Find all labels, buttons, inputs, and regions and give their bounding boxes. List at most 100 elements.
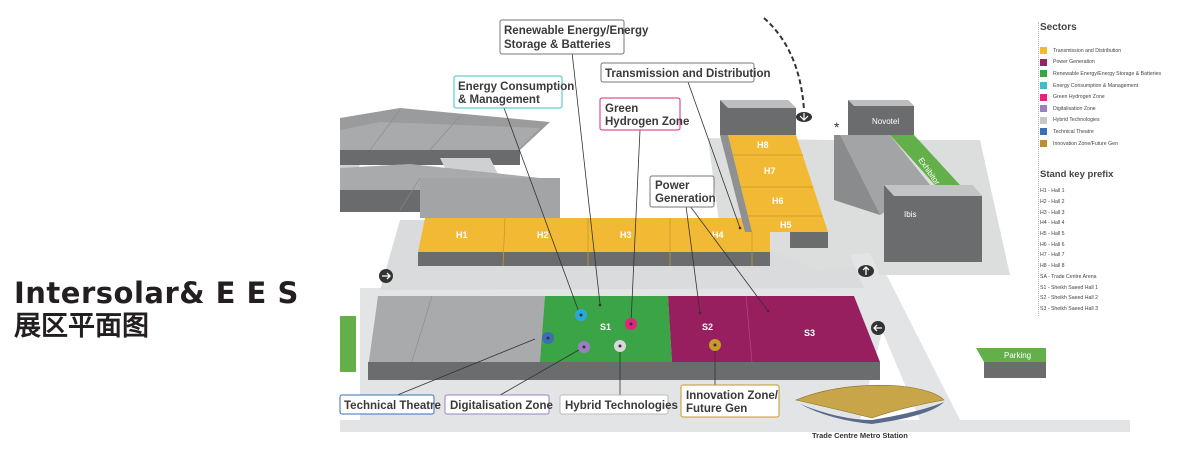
hall-s1 bbox=[540, 296, 672, 362]
hall-h8-label: H8 bbox=[757, 140, 769, 150]
title-line-2: 展区平面图 bbox=[14, 311, 149, 342]
callout-power-generation: Power Generation bbox=[649, 175, 716, 208]
legend-stand-key: S3 - Sheikh Saeed Hall 3 bbox=[1040, 305, 1098, 312]
legend-swatch bbox=[1040, 93, 1047, 101]
arrow-left-icon bbox=[871, 321, 885, 335]
legend-sector-label: Technical Theatre bbox=[1053, 128, 1094, 135]
sectors-title: Sectors bbox=[1040, 22, 1077, 33]
legend-stand-key: SA - Trade Centre Arena bbox=[1040, 273, 1097, 280]
legend-sector-item: Technical Theatre bbox=[1040, 126, 1184, 138]
callout-digitalisation-text: Digitalisation Zone bbox=[450, 400, 553, 412]
walking-route bbox=[763, 17, 805, 111]
legend-sector-item: Power Generation bbox=[1040, 57, 1184, 69]
legend-sector-label: Hybrid Technologies bbox=[1053, 117, 1100, 124]
parking-label: Parking bbox=[1004, 351, 1031, 360]
halls-h1-h4: H1 H2 H3 H4 bbox=[418, 217, 770, 267]
legend-swatch bbox=[1040, 58, 1047, 66]
callout-renewable: Renewable Energy/Energy Storage & Batter… bbox=[499, 19, 649, 55]
callout-renewable-line2: Storage & Batteries bbox=[504, 39, 611, 51]
legend-sector-label: Renewable Energy/Energy Storage & Batter… bbox=[1053, 70, 1162, 77]
arrow-right-icon bbox=[379, 269, 393, 283]
legend-sector-item: Digitalisation Zone bbox=[1040, 103, 1184, 115]
parking-building: Parking bbox=[976, 348, 1046, 378]
callout-transmission-text: Transmission and Distribution bbox=[605, 68, 771, 80]
novotel-label: Novotel bbox=[872, 117, 899, 126]
legend-stand-key: H8 - Hall 8 bbox=[1040, 263, 1065, 270]
metro-station-label: Trade Centre Metro Station bbox=[812, 431, 908, 440]
callout-power-line1: Power bbox=[655, 180, 690, 192]
arrow-down-icon bbox=[796, 112, 812, 122]
asterisk-marker: * bbox=[834, 119, 840, 135]
legend-swatch bbox=[1040, 70, 1047, 78]
street-parking bbox=[890, 135, 960, 185]
callout-energy-line2: & Management bbox=[458, 94, 540, 106]
hall-h4-label: H4 bbox=[712, 230, 724, 240]
callout-technical-text: Technical Theatre bbox=[344, 400, 441, 412]
legend-stand-key: H3 - Hall 3 bbox=[1040, 209, 1065, 216]
callout-hybrid: Hybrid Technologies bbox=[559, 394, 678, 415]
legend-sector-label: Green Hydrogen Zone bbox=[1053, 94, 1105, 101]
callout-digitalisation: Digitalisation Zone bbox=[444, 394, 553, 415]
hall-h1-label: H1 bbox=[456, 230, 468, 240]
legend-sector-label: Digitalisation Zone bbox=[1053, 105, 1096, 112]
legend-swatch bbox=[1040, 128, 1047, 136]
sector-markers bbox=[542, 226, 770, 353]
callout-green-line1: Green bbox=[605, 103, 638, 115]
stand-key-title: Stand key prefix bbox=[1040, 169, 1114, 181]
legend-sector-item: Transmission and Distribution bbox=[1040, 45, 1184, 57]
halls-s1-s3: S1 S2 S3 bbox=[368, 295, 880, 380]
stand-key-list: H1 - Hall 1 H2 - Hall 2 H3 - Hall 3 H4 - Ha… bbox=[1040, 186, 1184, 314]
legend-swatch bbox=[1040, 47, 1047, 55]
hall-h5-label: H5 bbox=[780, 220, 792, 230]
legend-sector-item: Renewable Energy/Energy Storage & Batter… bbox=[1040, 68, 1184, 80]
title-line-1: Intersolar& E E S bbox=[14, 276, 299, 310]
callout-innovation-line2: Future Gen bbox=[686, 403, 747, 415]
legend-sector-label: Energy Consumption & Management bbox=[1053, 82, 1139, 89]
callout-hybrid-text: Hybrid Technologies bbox=[565, 400, 678, 412]
legend-swatch bbox=[1040, 140, 1047, 148]
callout-energy-consumption: Energy Consumption & Management bbox=[453, 75, 574, 109]
hall-h6-label: H6 bbox=[772, 196, 784, 206]
legend-stand-key: H4 - Hall 4 bbox=[1040, 220, 1065, 227]
legend-stand-key: S1 - Sheikh Saeed Hall 1 bbox=[1040, 284, 1098, 291]
legend-swatch bbox=[1040, 105, 1047, 113]
hall-h5-h8-roof bbox=[728, 135, 828, 232]
legend-stand-key: H5 - Hall 5 bbox=[1040, 231, 1065, 238]
hall-h7-label: H7 bbox=[764, 166, 776, 176]
hall-s3-label: S3 bbox=[804, 328, 815, 338]
hotel-block: Novotel Exhibitor street parking Ibis * bbox=[834, 100, 982, 262]
left-green-building bbox=[340, 316, 356, 372]
hall-s1-label: S1 bbox=[600, 322, 611, 332]
arrow-up-icon bbox=[858, 265, 874, 277]
legend-stand-key: H6 - Hall 6 bbox=[1040, 241, 1065, 248]
legend-divider bbox=[1038, 22, 1039, 316]
legend-swatch bbox=[1040, 82, 1047, 90]
callout-technical-theatre: Technical Theatre bbox=[339, 394, 441, 415]
page-title: Intersolar& E E S 展区平面图 bbox=[14, 276, 299, 344]
hall-h1-h4-roof bbox=[418, 218, 770, 252]
callout-innovation-line1: Innovation Zone/ bbox=[686, 390, 779, 402]
legend-stand-key: S2 - Sheikh Saeed Hall 2 bbox=[1040, 295, 1098, 302]
legend-stand-key: H1 - Hall 1 bbox=[1040, 188, 1065, 195]
legend-sector-item: Green Hydrogen Zone bbox=[1040, 91, 1184, 103]
metro-station: Trade Centre Metro Station bbox=[795, 384, 945, 440]
legend-sector-item: Innovation Zone/Future Gen bbox=[1040, 138, 1184, 150]
building-complex-upper-left bbox=[340, 108, 560, 218]
legend-sector-label: Transmission and Distribution bbox=[1053, 47, 1122, 54]
legend-sector-item: Energy Consumption & Management bbox=[1040, 80, 1184, 92]
leader-lines bbox=[389, 51, 769, 399]
legend-sector-label: Innovation Zone/Future Gen bbox=[1053, 140, 1118, 147]
callout-innovation: Innovation Zone/ Future Gen bbox=[680, 384, 780, 418]
callout-power-line2: Generation bbox=[655, 193, 716, 205]
callout-energy-line1: Energy Consumption bbox=[458, 81, 574, 93]
legend-stand-key: H2 - Hall 2 bbox=[1040, 199, 1065, 206]
callout-transmission: Transmission and Distribution bbox=[600, 62, 771, 83]
legend-stand-key: H7 - Hall 7 bbox=[1040, 252, 1065, 259]
ibis-label: Ibis bbox=[904, 210, 916, 219]
hall-h3-label: H3 bbox=[620, 230, 632, 240]
hall-s2-label: S2 bbox=[702, 322, 713, 332]
legend-swatch bbox=[1040, 116, 1047, 124]
